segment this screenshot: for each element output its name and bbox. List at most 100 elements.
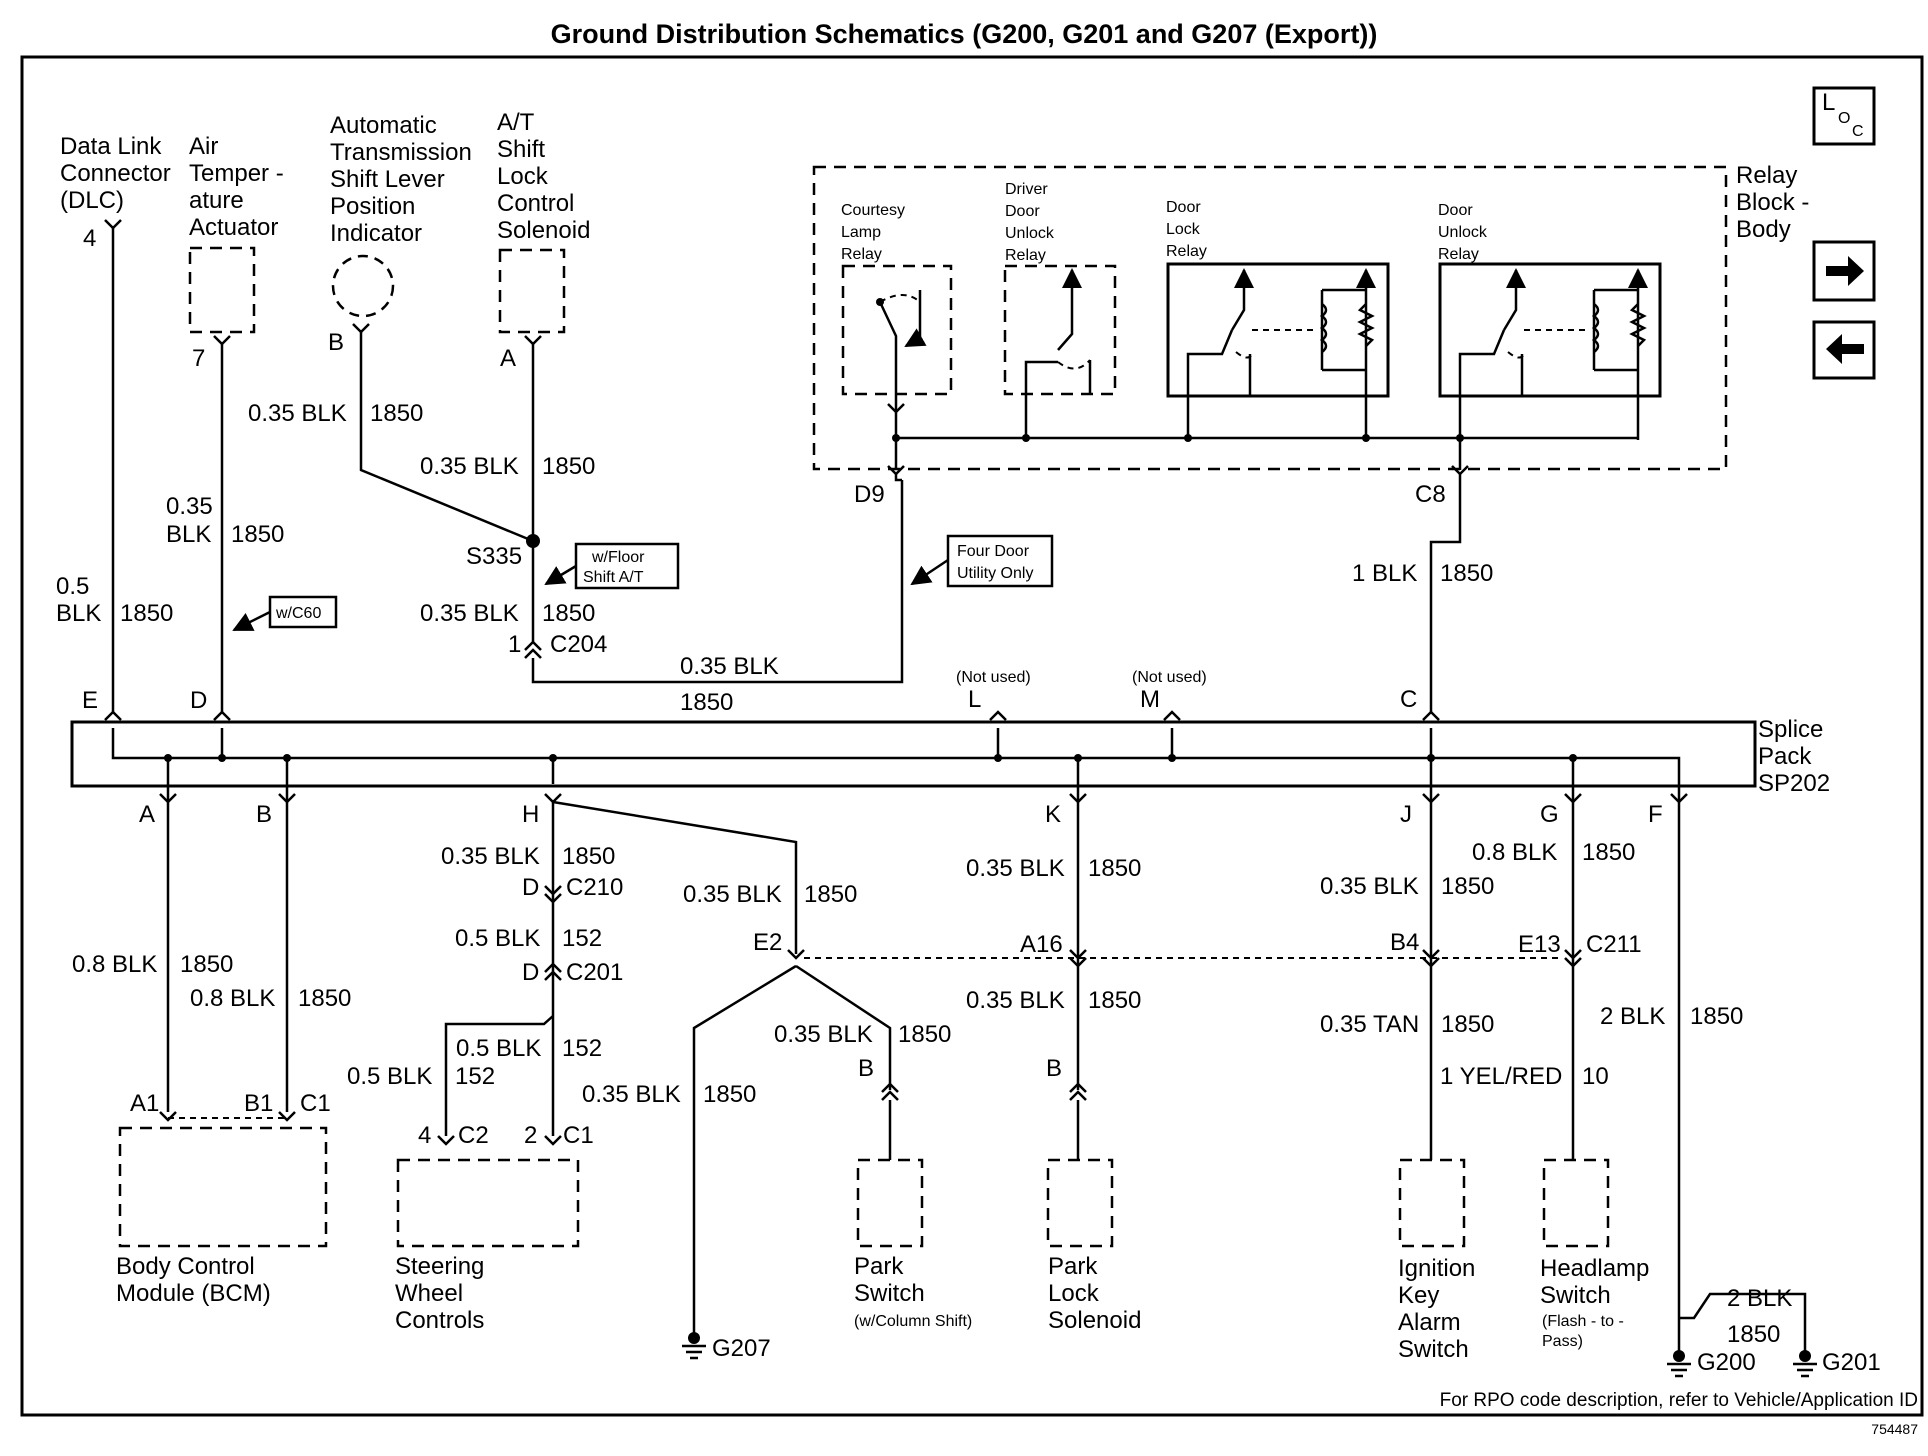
park-lock-solenoid-box xyxy=(1046,1158,1114,1248)
k2-wire-label: 0.35 BLK xyxy=(966,987,1065,1014)
j2-wire-circuit: 1850 xyxy=(1441,1011,1494,1038)
driver-door-unlock-relay-switch xyxy=(1024,268,1092,394)
trans-indicator-label: Automatic Transmission Shift Lever Posit… xyxy=(330,112,472,247)
left-arrow-icon[interactable] xyxy=(1812,320,1876,380)
d9-wire-label: 0.35 BLK xyxy=(680,653,779,680)
svg-text:Transmission: Transmission xyxy=(330,139,472,166)
headlamp-label: Headlamp Switch xyxy=(1540,1255,1649,1309)
svg-text:Block -: Block - xyxy=(1736,189,1809,216)
b4-label: B4 xyxy=(1390,929,1419,956)
c210-pin: D xyxy=(522,874,539,901)
steering-left-wire xyxy=(444,1015,554,1136)
park-lock-pin-b: B xyxy=(1046,1055,1062,1082)
sp-pin-e: E xyxy=(82,687,98,714)
svg-text:SP202: SP202 xyxy=(1758,770,1830,797)
j2-wire-label: 0.35 TAN xyxy=(1320,1011,1419,1038)
c210-wire-circuit: 152 xyxy=(562,925,602,952)
loc-icon[interactable]: L O C xyxy=(1812,86,1876,146)
relay-pin-d9: D9 xyxy=(854,481,885,508)
svg-text:w/C60: w/C60 xyxy=(275,605,321,622)
sp-pin-l-note: (Not used) xyxy=(956,669,1031,686)
a-wire-circuit: 1850 xyxy=(180,951,233,978)
door-unlock-relay-label: Door Unlock Relay xyxy=(1438,202,1488,263)
park-wire-circuit: 1850 xyxy=(898,1021,951,1048)
courtesy-lamp-relay-label: Courtesy Lamp Relay xyxy=(841,202,905,263)
svg-text:w/Floor: w/Floor xyxy=(591,549,645,566)
sp-pin-j: J xyxy=(1400,801,1412,828)
c8-wire xyxy=(1429,474,1462,712)
s335-wire-circuit: 1850 xyxy=(542,600,595,627)
svg-text:Switch: Switch xyxy=(854,1280,925,1307)
park-connector xyxy=(881,1082,899,1101)
c210-connector xyxy=(544,885,562,904)
diagram-frame xyxy=(20,55,1924,1417)
c204-connector xyxy=(524,640,542,659)
g207-wire-label: 0.35 BLK xyxy=(582,1081,681,1108)
svg-text:Key: Key xyxy=(1398,1282,1439,1309)
lock-connector xyxy=(524,335,542,346)
park-pin-b: B xyxy=(858,1055,874,1082)
svg-text:Door: Door xyxy=(1166,199,1201,216)
trans-indicator-wire xyxy=(359,330,534,543)
courtesy-lamp-relay-switch xyxy=(876,290,927,394)
dlc-wire-size: 0.5 xyxy=(56,573,89,600)
sw-right-circuit: 152 xyxy=(562,1035,602,1062)
svg-text:Four Door: Four Door xyxy=(957,543,1030,560)
note-w-floor: w/Floor Shift A/T xyxy=(544,542,680,590)
lock-wire-circuit: 1850 xyxy=(542,453,595,480)
c210-label: C210 xyxy=(566,874,623,901)
right-arrow-icon[interactable] xyxy=(1812,240,1876,302)
ignition-label: Ignition Key Alarm Switch xyxy=(1398,1255,1475,1363)
trans-connector xyxy=(352,323,370,334)
ground-g207-label: G207 xyxy=(712,1335,771,1362)
svg-text:Wheel: Wheel xyxy=(395,1280,463,1307)
c204-to-d9-wire xyxy=(531,480,904,684)
dlc-wire-circuit: 1850 xyxy=(120,600,173,627)
svg-text:Ignition: Ignition xyxy=(1398,1255,1475,1282)
svg-text:Park: Park xyxy=(854,1253,904,1280)
svg-text:(DLC): (DLC) xyxy=(60,187,124,214)
park-switch-note: (w/Column Shift) xyxy=(854,1313,972,1330)
sp-pin-a: A xyxy=(139,801,155,828)
park-wire-label: 0.35 BLK xyxy=(774,1021,873,1048)
f-wire-label: 2 BLK xyxy=(1600,1003,1665,1030)
relay-pin-c8: C8 xyxy=(1415,481,1446,508)
air-wire-size: 0.35 xyxy=(166,493,213,520)
s335-wire-label: 0.35 BLK xyxy=(420,600,519,627)
relay-block-body xyxy=(812,165,1728,471)
svg-text:Lock: Lock xyxy=(1048,1280,1100,1307)
headlamp-note: (Flash - to - Pass) xyxy=(1542,1313,1624,1350)
j3-wire-circuit: 10 xyxy=(1582,1063,1609,1090)
svg-text:Switch: Switch xyxy=(1540,1282,1611,1309)
svg-text:Door: Door xyxy=(1005,203,1040,220)
j-wire-label: 0.35 BLK xyxy=(1320,873,1419,900)
lock-pin-a: A xyxy=(500,345,516,372)
splice-pack-sp202 xyxy=(70,720,1757,788)
b-wire-label: 0.8 BLK xyxy=(190,985,275,1012)
bcm-label: Body Control Module (BCM) xyxy=(116,1253,271,1307)
svg-text:Lock: Lock xyxy=(1166,221,1201,238)
c2-label: C2 xyxy=(458,1122,489,1149)
svg-text:Actuator: Actuator xyxy=(189,214,278,241)
c201-label: C201 xyxy=(566,959,623,986)
svg-text:Data Link: Data Link xyxy=(60,133,162,160)
footer-note: For RPO code description, refer to Vehic… xyxy=(1440,1390,1918,1411)
trans-pin-b: B xyxy=(328,329,344,356)
bcm-pin-a1: A1 xyxy=(130,1090,159,1117)
svg-text:Lamp: Lamp xyxy=(841,224,881,241)
c2-pin: 4 xyxy=(418,1122,431,1149)
ground-g200-icon xyxy=(1667,1350,1691,1378)
svg-text:L: L xyxy=(1822,89,1835,116)
c210-wire-label: 0.5 BLK xyxy=(455,925,540,952)
bcm-connectors xyxy=(159,1111,296,1122)
svg-text:Automatic: Automatic xyxy=(330,112,437,139)
g207-wire-circuit: 1850 xyxy=(703,1081,756,1108)
e13-label: E13 xyxy=(1518,931,1561,958)
g-wire-circuit: 1850 xyxy=(1582,839,1635,866)
b4-connector xyxy=(1422,949,1440,968)
svg-text:Splice: Splice xyxy=(1758,716,1823,743)
svg-text:Courtesy: Courtesy xyxy=(841,202,905,219)
sw-right-label: 0.5 BLK xyxy=(456,1035,541,1062)
dlc-connector xyxy=(104,219,122,230)
sp-pin-h: H xyxy=(522,801,539,828)
